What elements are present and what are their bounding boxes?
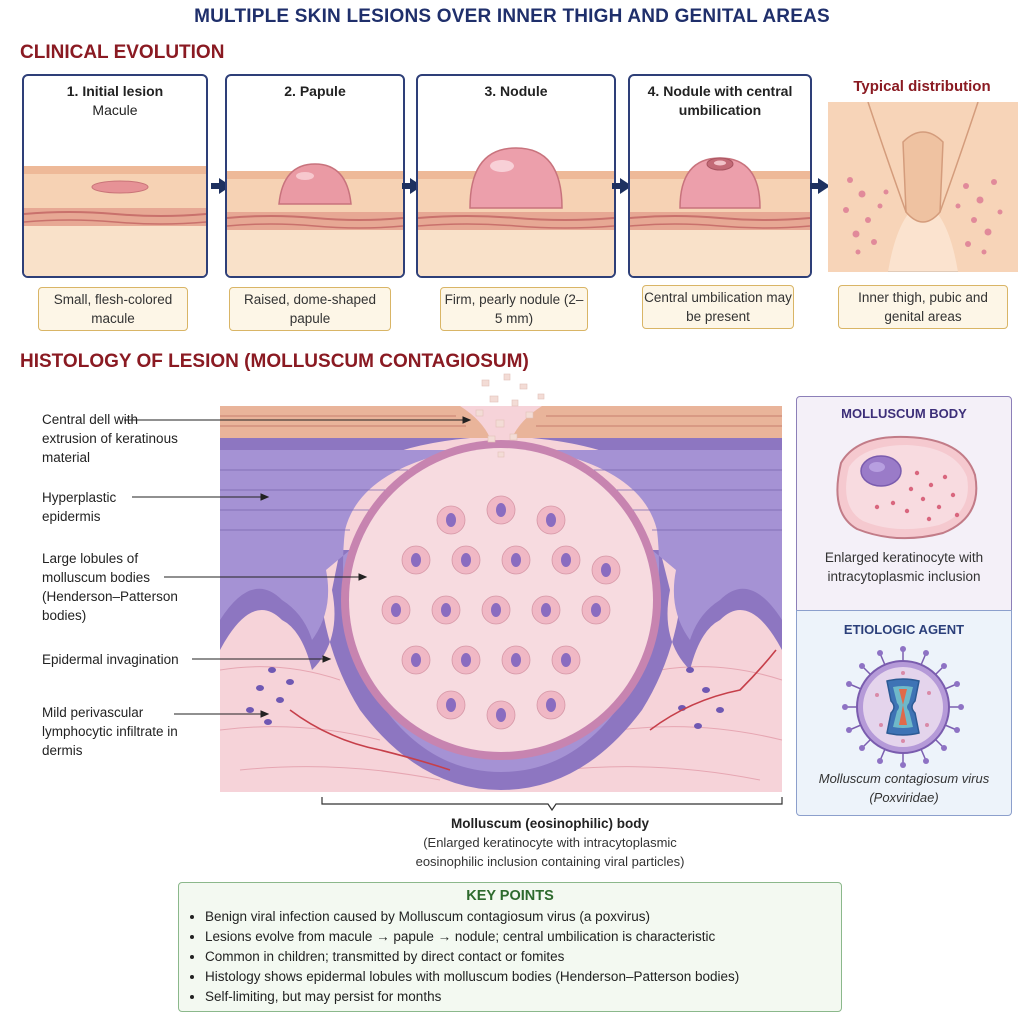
stage-title-3: 3. Nodule — [484, 83, 548, 99]
stage-panel-2: 2. Papule — [225, 74, 405, 278]
key-point-2: Lesions evolve from macule → papule → no… — [205, 927, 841, 947]
distribution-illustration — [828, 102, 1018, 272]
virus-name: Molluscum contagiosum virus — [818, 771, 990, 786]
stage-subtitle-1: Macule — [92, 102, 138, 118]
stage-panel-4: 4. Nodule with central umbilication — [628, 74, 812, 278]
histology-heading: HISTOLOGY OF LESION (MOLLUSCUM CONTAGIOS… — [20, 351, 529, 372]
nodule-illustration — [418, 147, 614, 276]
stage-caption-1: Small, flesh-colored macule — [38, 287, 188, 331]
macule-illustration — [24, 166, 206, 276]
etiologic-agent-title: ETIOLOGIC AGENT — [843, 622, 965, 637]
key-point-5: Self-limiting, but may persist for month… — [205, 987, 841, 1007]
stage-title-2: 2. Papule — [284, 83, 346, 99]
label-central-dell: Central dell with extrusion of keratinou… — [42, 412, 178, 465]
key-points-title: KEY POINTS — [466, 888, 554, 904]
distribution-caption: Inner thigh, pubic and genital areas — [838, 285, 1008, 329]
stage-title-4: 4. Nodule with central umbilication — [647, 83, 793, 118]
stage-caption-2: Raised, dome-shaped papule — [229, 287, 391, 331]
page-title: MULTIPLE SKIN LESIONS OVER INNER THIGH A… — [194, 6, 830, 27]
key-points-box: KEY POINTS Benign viral infection caused… — [178, 882, 842, 1012]
stage-panel-3: 3. Nodule — [416, 74, 616, 278]
arrow-icon — [810, 178, 830, 194]
stage-panel-1: 1. Initial lesion Macule — [22, 74, 208, 278]
key-point-3: Common in children; transmitted by direc… — [205, 947, 841, 967]
keratinocyte-icon — [836, 435, 978, 540]
key-points-list: Benign viral infection caused by Mollusc… — [179, 907, 841, 1007]
label-perivascular-infiltrate: Mild perivascular lymphocytic infiltrate… — [42, 705, 178, 758]
label-epidermal-invagination: Epidermal invagination — [42, 652, 179, 667]
etiologic-agent-panel: ETIOLOGIC AGENT Molluscum contagiosum vi… — [796, 610, 1012, 816]
molluscum-body-caption: Enlarged keratinocyte with intracytoplas… — [824, 550, 984, 584]
papule-illustration — [227, 163, 403, 276]
molluscum-body-title: MOLLUSCUM BODY — [841, 406, 967, 421]
stage-caption-4: Central umbilication may be present — [642, 285, 794, 329]
distribution-title: Typical distribution — [853, 78, 991, 95]
stage-title-1: 1. Initial lesion — [66, 83, 164, 99]
virus-family: (Poxviridae) — [869, 790, 939, 805]
molluscum-body-desc: (Enlarged keratinocyte with intracytopla… — [415, 835, 685, 869]
label-hyperplastic-epidermis: Hyperplastic epidermis — [42, 490, 117, 524]
umbilicated-nodule-illustration — [630, 157, 810, 276]
histology-illustration — [220, 373, 782, 792]
virus-icon — [842, 646, 964, 768]
key-point-4: Histology shows epidermal lobules with m… — [205, 967, 841, 987]
label-large-lobules: Large lobules of molluscum bodies (Hende… — [42, 551, 178, 623]
stage-caption-3: Firm, pearly nodule (2–5 mm) — [440, 287, 588, 331]
molluscum-body-panel: MOLLUSCUM BODY Enlarged keratinocyte wit… — [796, 396, 1012, 612]
clinical-evolution-heading: CLINICAL EVOLUTION — [20, 42, 225, 63]
molluscum-body-label: Molluscum (eosinophilic) body — [450, 816, 649, 831]
key-point-1: Benign viral infection caused by Mollusc… — [205, 907, 841, 927]
